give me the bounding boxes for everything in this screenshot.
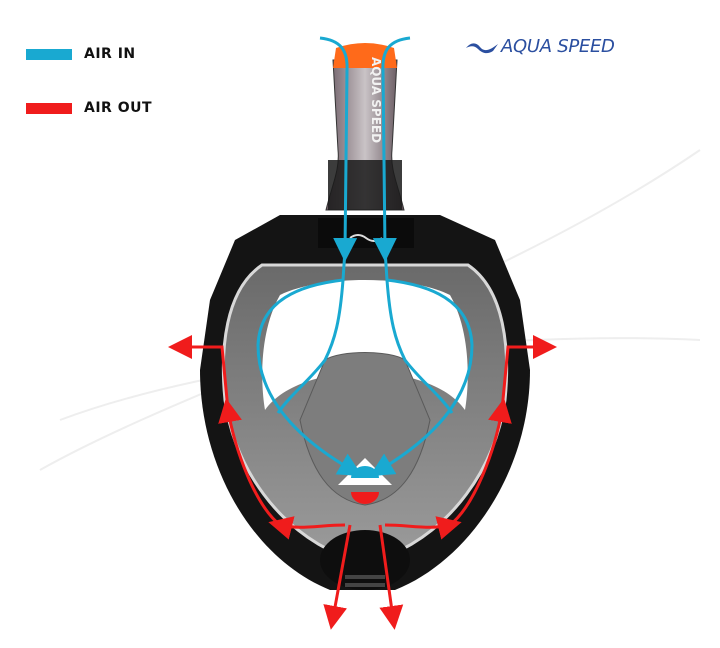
- legend-label-air-in: AIR IN: [84, 46, 136, 62]
- wave-logo-icon: [466, 42, 498, 53]
- legend-label-air-out: AIR OUT: [84, 100, 153, 116]
- air-out-swatch: [26, 102, 72, 114]
- air-in-flow: [256, 36, 474, 477]
- legend-air-in: AIR IN: [26, 46, 136, 62]
- outlet-valve: [351, 492, 379, 504]
- air-out-flow: [168, 335, 557, 630]
- mask-frame: [200, 215, 530, 590]
- logo-text: AQUA SPEED: [501, 36, 615, 57]
- purge-valve: [320, 530, 410, 590]
- snorkel-tube: AQUA SPEED: [325, 43, 405, 211]
- snorkel-brand-print: AQUA SPEED: [369, 57, 383, 143]
- air-in-swatch: [26, 48, 72, 60]
- snorkel-cap: [333, 43, 397, 68]
- legend-air-out: AIR OUT: [26, 100, 152, 116]
- brand-logo: AQUA SPEED: [465, 36, 615, 57]
